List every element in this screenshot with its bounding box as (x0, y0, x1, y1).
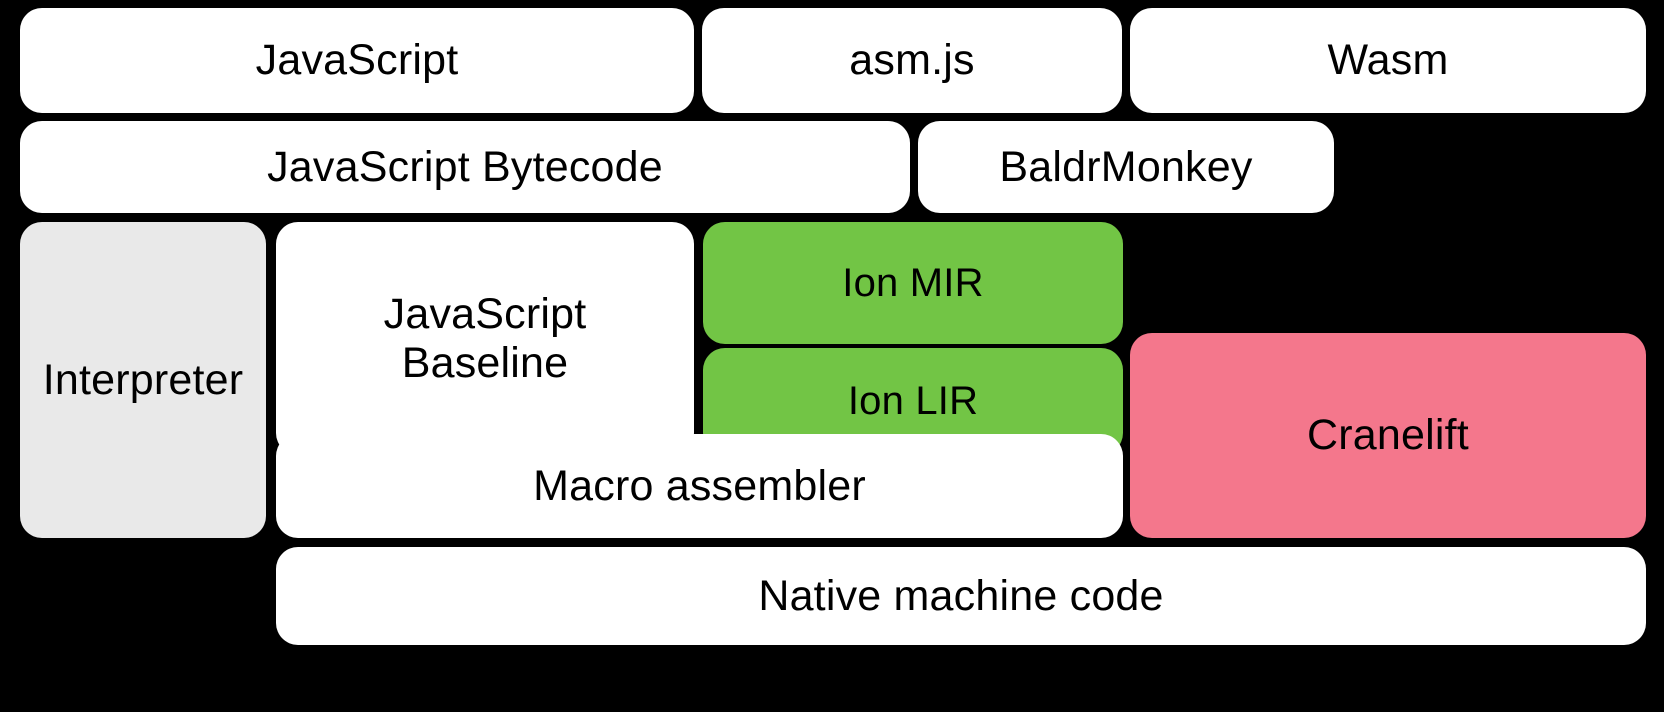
node-ion-mir[interactable]: Ion MIR (703, 222, 1123, 344)
node-baldrmonkey[interactable]: BaldrMonkey (918, 121, 1334, 213)
node-interpreter[interactable]: Interpreter (20, 222, 266, 538)
node-native-machine-code[interactable]: Native machine code (276, 547, 1646, 645)
node-cranelift[interactable]: Cranelift (1130, 333, 1646, 538)
node-javascript-bytecode[interactable]: JavaScript Bytecode (20, 121, 910, 213)
node-asm-js[interactable]: asm.js (702, 8, 1122, 113)
node-javascript-baseline[interactable]: JavaScript Baseline (276, 222, 694, 455)
node-wasm[interactable]: Wasm (1130, 8, 1646, 113)
node-javascript[interactable]: JavaScript (20, 8, 694, 113)
node-macro-assembler[interactable]: Macro assembler (276, 434, 1123, 538)
